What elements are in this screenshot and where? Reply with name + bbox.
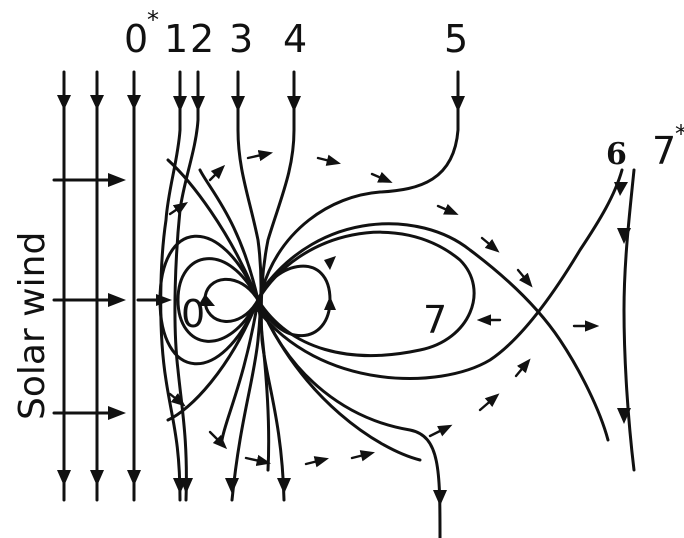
label-7-star: *: [675, 120, 684, 148]
solar-wind-arrows: [54, 173, 172, 420]
flow-arrows: [170, 154, 592, 464]
solar-wind-label: Solar wind: [12, 232, 53, 420]
field-lines-1-2: [161, 72, 205, 500]
label-4: 4: [283, 17, 307, 61]
solar-wind-field-lines: [57, 72, 141, 500]
label-6: 6: [606, 137, 627, 172]
region-label-7: 7: [423, 298, 447, 342]
label-0: 0: [124, 17, 148, 61]
label-7: 7: [652, 129, 676, 173]
label-2: 2: [190, 17, 214, 61]
flank-field-lines: [168, 160, 447, 538]
label-1: 1: [164, 17, 188, 61]
label-3: 3: [229, 17, 253, 61]
label-5: 5: [444, 17, 468, 61]
label-0-star: *: [147, 6, 159, 34]
